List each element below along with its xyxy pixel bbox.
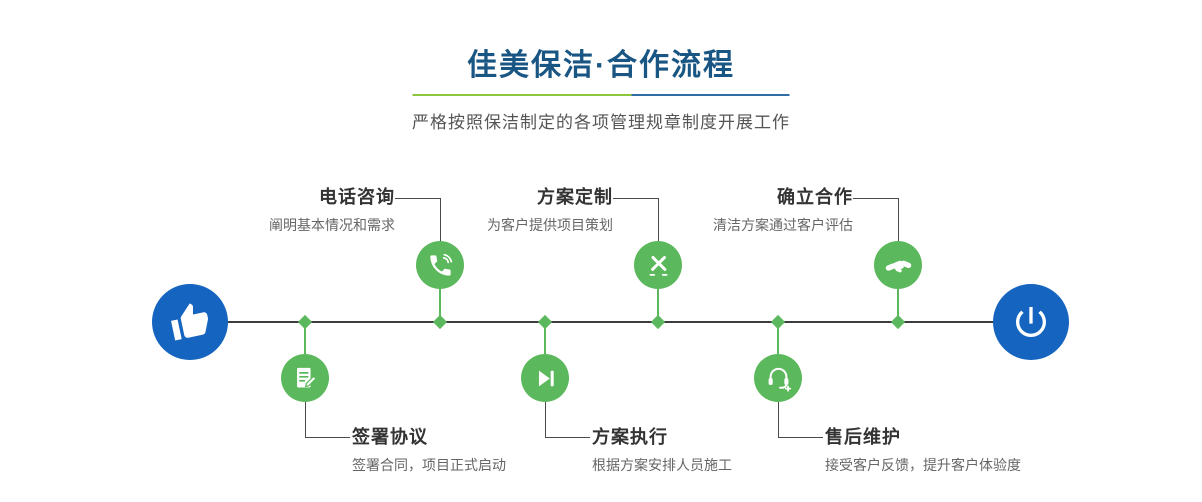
divider-green-segment xyxy=(412,94,632,96)
step-circle-phone-consult xyxy=(416,241,464,289)
step-label-after-sales: 售后维护 接受客户反馈，提升客户体验度 xyxy=(825,426,1125,475)
page-title: 佳美保洁·合作流程 xyxy=(467,49,735,82)
handshake-icon xyxy=(885,260,911,272)
step-title: 签署协议 xyxy=(352,427,428,447)
step-title: 方案执行 xyxy=(592,427,668,447)
timeline-node-marker xyxy=(432,314,448,330)
step-connector xyxy=(544,322,546,354)
label-connector xyxy=(305,437,350,438)
play-icon xyxy=(538,370,554,386)
step-title: 售后维护 xyxy=(825,427,901,447)
step-desc: 清洁方案通过客户评估 xyxy=(713,217,853,233)
step-label-plan-custom: 方案定制 为客户提供项目策划 xyxy=(383,186,613,235)
step-desc: 为客户提供项目策划 xyxy=(487,217,613,233)
step-circle-sign-agreement xyxy=(281,354,329,402)
step-connector xyxy=(304,322,306,354)
step-connector xyxy=(439,289,441,322)
step-circle-establish-coop xyxy=(874,241,922,289)
step-circle-after-sales xyxy=(754,354,802,402)
step-desc: 根据方案安排人员施工 xyxy=(592,457,732,473)
label-connector xyxy=(658,198,659,241)
headset-icon xyxy=(768,367,791,392)
label-connector xyxy=(853,198,898,199)
label-connector xyxy=(440,198,441,241)
step-desc: 接受客户反馈，提升客户体验度 xyxy=(825,457,1021,473)
label-connector xyxy=(778,402,779,437)
phone-icon xyxy=(429,253,452,276)
timeline-start-node xyxy=(152,284,228,360)
title-divider xyxy=(412,94,790,96)
step-connector xyxy=(657,289,659,322)
label-connector xyxy=(305,402,306,437)
timeline-node-marker xyxy=(890,314,906,330)
label-connector xyxy=(613,198,658,199)
step-circle-plan-custom xyxy=(634,241,682,289)
power-icon xyxy=(1016,307,1046,337)
label-connector xyxy=(778,437,823,438)
timeline-node-marker xyxy=(297,314,313,330)
step-desc: 阐明基本情况和需求 xyxy=(269,217,395,233)
timeline-end-node xyxy=(993,284,1069,360)
page-subtitle: 严格按照保洁制定的各项管理规章制度开展工作 xyxy=(412,113,790,132)
pointing-hand-icon xyxy=(171,303,209,341)
label-connector xyxy=(395,198,440,199)
step-connector xyxy=(777,322,779,354)
step-desc: 签署合同，项目正式启动 xyxy=(352,457,506,473)
timeline-line xyxy=(190,321,1031,323)
step-label-plan-execute: 方案执行 根据方案安排人员施工 xyxy=(592,426,892,475)
label-connector xyxy=(545,402,546,437)
step-circle-plan-execute xyxy=(521,354,569,402)
step-label-sign-agreement: 签署协议 签署合同，项目正式启动 xyxy=(352,426,652,475)
step-connector xyxy=(897,289,899,322)
label-connector xyxy=(545,437,590,438)
timeline-node-marker xyxy=(650,314,666,330)
crossed-pencils-icon xyxy=(649,255,667,276)
step-title: 方案定制 xyxy=(537,187,613,207)
label-connector xyxy=(898,198,899,241)
divider-blue-segment xyxy=(631,94,790,96)
timeline-node-marker xyxy=(770,314,786,330)
timeline-node-marker xyxy=(537,314,553,330)
contract-icon xyxy=(296,367,317,387)
step-title: 电话咨询 xyxy=(319,187,395,207)
step-title: 确立合作 xyxy=(777,187,853,207)
step-label-establish-coop: 确立合作 清洁方案通过客户评估 xyxy=(623,186,853,235)
step-label-phone-consult: 电话咨询 阐明基本情况和需求 xyxy=(165,186,395,235)
